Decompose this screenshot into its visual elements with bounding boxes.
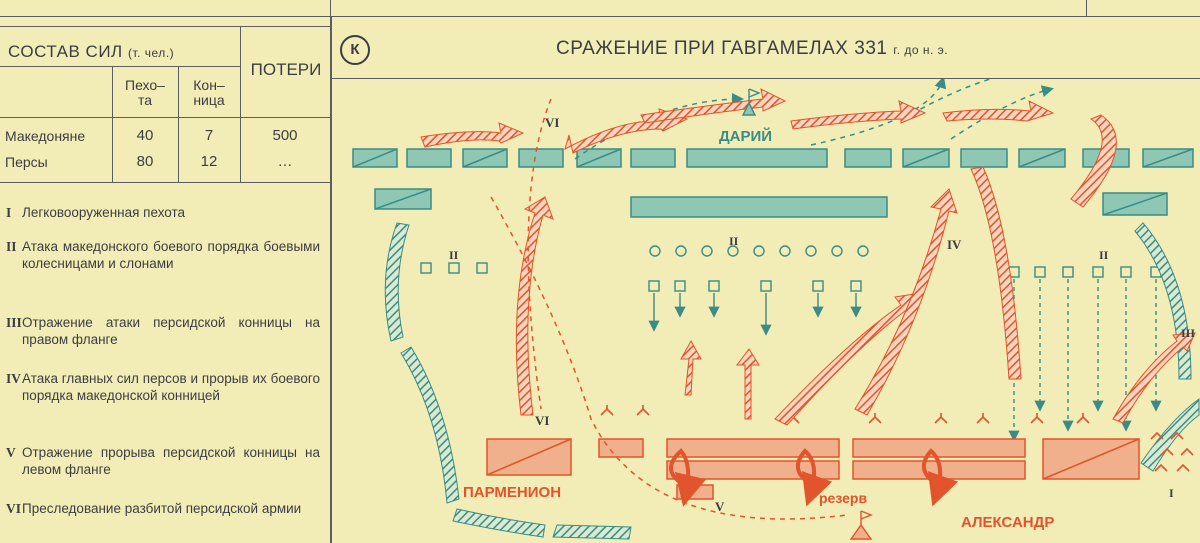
macedonian-infantry-markers — [600, 405, 1194, 472]
label-i: I — [1169, 486, 1174, 500]
battle-map: ДАРИЙ ПАРМЕНИОН АЛЕКСАНДР резерв VI VI I… — [352, 79, 1200, 540]
persian-front-line — [352, 148, 1194, 168]
reserve-label: резерв — [819, 490, 867, 506]
losses-value: 500 — [272, 127, 298, 144]
persian-reserve-line — [374, 188, 1168, 218]
macedonian-formation — [486, 438, 1140, 500]
label-ii-center: II — [729, 234, 739, 248]
macedonian-reserve-turns — [669, 448, 959, 507]
persian-chariots — [420, 245, 1162, 292]
table-border — [0, 182, 330, 183]
legend-item: VIПреследование разбитой персидской арми… — [6, 501, 302, 516]
cavalry-value: 7 — [204, 127, 214, 144]
top-tick — [330, 0, 331, 16]
losses-header: ПОТЕРИ — [250, 60, 322, 79]
top-border — [0, 16, 1200, 17]
macedonian-cavalry-movements — [420, 88, 1196, 426]
map-emblem: К — [340, 35, 370, 65]
persian-cavalry-movements — [384, 222, 1200, 540]
legend-item: IVАтака главных сил персов и прорыв их б… — [6, 371, 320, 403]
label-ii-left: II — [449, 248, 459, 262]
infantry-value: 40 — [136, 127, 154, 144]
label-iv: IV — [947, 237, 962, 252]
cavalry-header: Кон–ница — [193, 77, 225, 108]
infantry-header: Пехо–та — [125, 77, 165, 108]
panel-divider — [330, 16, 332, 543]
alexander-standard — [849, 510, 873, 540]
cavalry-value: 12 — [200, 153, 218, 170]
top-tick — [1086, 0, 1087, 16]
macedonian-dashed-paths — [490, 98, 848, 520]
table-border — [0, 26, 330, 27]
label-iii: III — [1181, 326, 1195, 340]
map-labels: ДАРИЙ ПАРМЕНИОН АЛЕКСАНДР резерв VI VI I… — [449, 115, 1195, 531]
label-vi-top: VI — [545, 115, 559, 130]
persian-dashed-paths — [574, 79, 1054, 160]
table-border — [112, 66, 113, 182]
label-v: V — [715, 499, 725, 514]
row-label: Македоняне — [5, 128, 86, 144]
map-title: СРАЖЕНИЕ ПРИ ГАВГАМЕЛАХ 331 г. до н. э. — [556, 38, 949, 59]
darius-label: ДАРИЙ — [719, 127, 772, 145]
table-border — [240, 26, 241, 182]
table-border — [0, 66, 240, 67]
parmenion-label: ПАРМЕНИОН — [463, 484, 561, 501]
table-border — [0, 117, 330, 118]
darius-standard — [741, 88, 761, 116]
map-header-border — [331, 78, 1200, 79]
legend-item: IIIОтражение атаки персидской конницы на… — [6, 315, 320, 347]
forces-title: СОСТАВ СИЛ (т. чел.) — [8, 42, 175, 61]
alexander-label: АЛЕКСАНДР — [961, 514, 1054, 531]
label-vi-left: VI — [535, 413, 549, 428]
label-ii-right: II — [1099, 248, 1109, 262]
infantry-value: 80 — [136, 153, 154, 170]
row-label: Персы — [5, 154, 48, 170]
table-border — [178, 66, 179, 182]
losses-value: … — [277, 153, 293, 170]
